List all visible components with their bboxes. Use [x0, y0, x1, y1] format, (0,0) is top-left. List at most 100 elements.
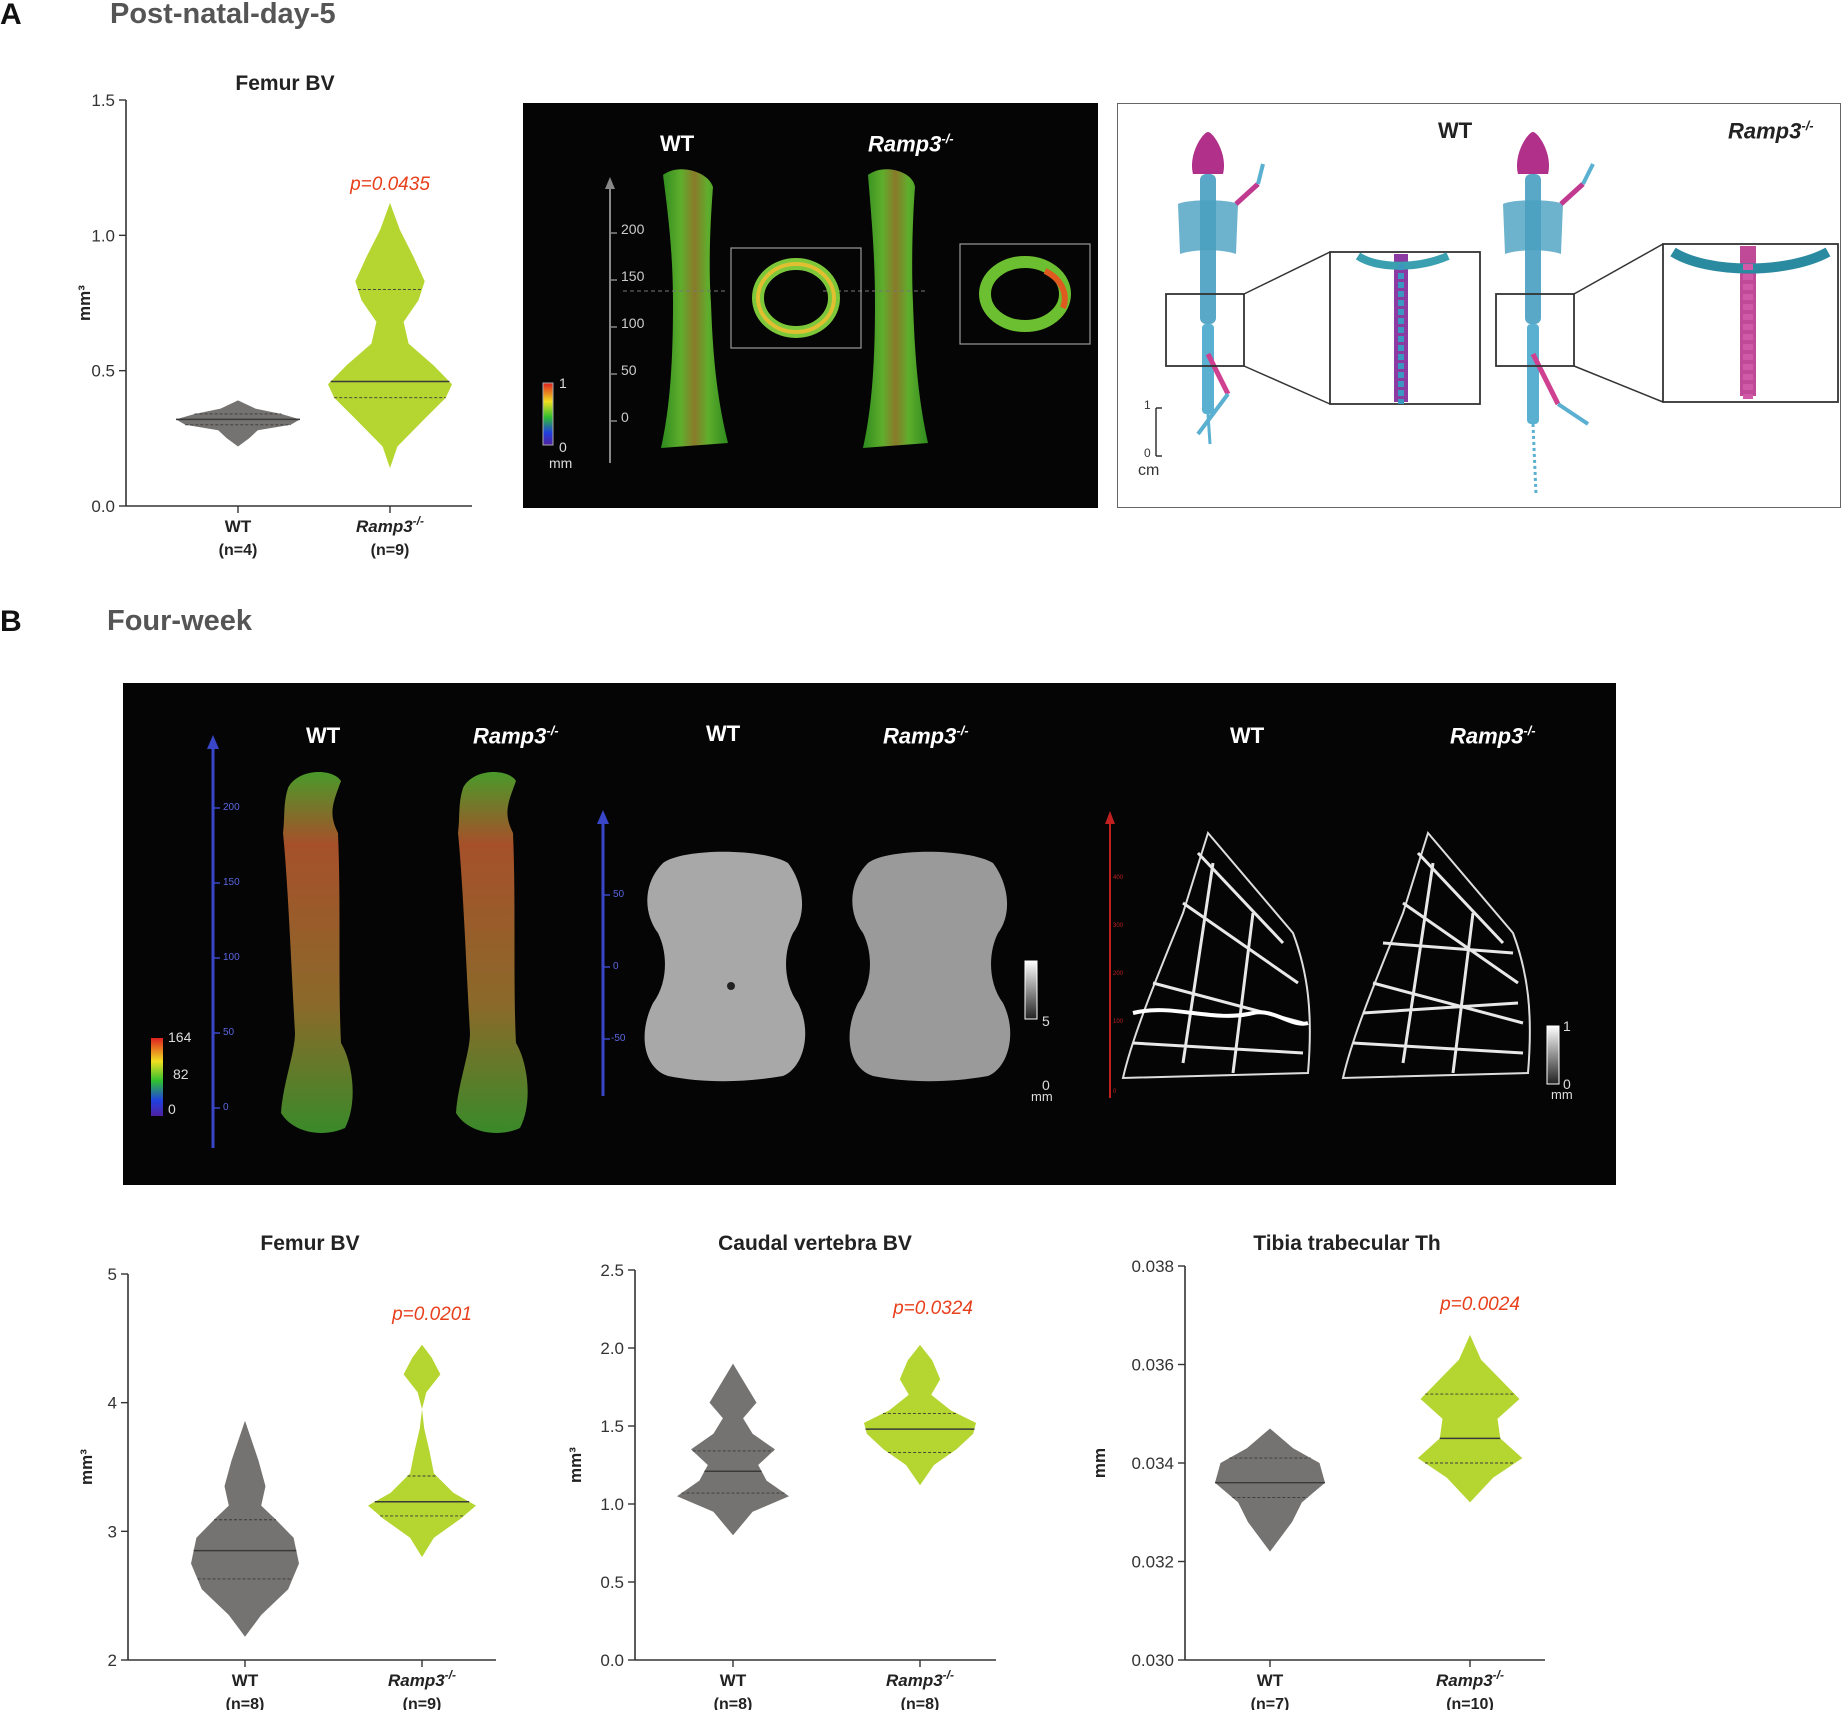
tibia-label-wt: WT — [1230, 723, 1265, 748]
p-value-label: p=0.0324 — [892, 1298, 973, 1319]
y-axis-label: mm — [1090, 1448, 1109, 1478]
colorbar-min: 0 — [1563, 1076, 1571, 1092]
label-ramp3: Ramp3-/- — [868, 131, 954, 157]
violin-ko — [1417, 1334, 1523, 1503]
colorbar-min: 0 — [1042, 1077, 1050, 1093]
y-tick-label: 2 — [108, 1651, 117, 1670]
category-label: WT — [1257, 1671, 1284, 1690]
colorbar-min: 0 — [168, 1101, 176, 1117]
sample-size-label: (n=8) — [714, 1696, 753, 1710]
microct-four-week-image: WT Ramp3-/- WT Ramp3-/- WT Ramp3-/- 200 … — [123, 683, 1616, 1185]
microct-femur-p5-image: WT Ramp3-/- 200 150 100 50 0 1 0 mm — [523, 103, 1098, 508]
y-tick-label: 1.5 — [91, 91, 115, 110]
tibia-label-ramp3: Ramp3-/- — [1450, 723, 1536, 749]
category-label: Ramp3-/- — [886, 1668, 954, 1690]
scale-tick: 200 — [223, 802, 240, 813]
y-tick-label: 0.036 — [1131, 1356, 1174, 1375]
category-label: Ramp3-/- — [1436, 1668, 1504, 1690]
violin-wt — [176, 400, 300, 447]
colorbar-max: 5 — [1042, 1013, 1050, 1029]
colorbar-max: 1 — [559, 375, 567, 391]
violin-wt — [191, 1420, 299, 1637]
femur-label-ramp3: Ramp3-/- — [473, 723, 559, 749]
p-value-label: p=0.0201 — [391, 1304, 472, 1325]
scale-tick: 0 — [1113, 1089, 1117, 1095]
y-tick-label: 2.5 — [600, 1261, 624, 1280]
p-value-label: p=0.0435 — [349, 174, 430, 195]
vertebra-label-wt: WT — [706, 721, 741, 746]
violin-wt — [677, 1363, 789, 1536]
panel-a-letter: A — [0, 0, 22, 31]
chart-title: Tibia trabecular Th — [1253, 1232, 1441, 1255]
scale-tick: 100 — [223, 952, 240, 963]
scale-tick: 100 — [1113, 1019, 1124, 1025]
scale-tick: -50 — [611, 1033, 626, 1044]
y-tick-label: 0.030 — [1131, 1651, 1174, 1670]
colorbar-mid: 82 — [173, 1066, 189, 1082]
vertebra-label-ramp3: Ramp3-/- — [883, 723, 969, 749]
panel-b-letter: B — [0, 605, 22, 638]
category-label: WT — [232, 1671, 259, 1690]
violin-ko — [368, 1344, 476, 1558]
category-label: Ramp3-/- — [388, 1668, 456, 1690]
category-label: WT — [225, 517, 252, 536]
violin-wt — [1215, 1428, 1325, 1552]
scale-tick: 100 — [621, 315, 645, 331]
scale-min: 0 — [1144, 446, 1151, 460]
scale-tick: 300 — [1113, 923, 1124, 929]
y-tick-label: 5 — [108, 1265, 117, 1284]
sample-size-label: (n=8) — [226, 1696, 265, 1710]
y-tick-label: 0.0 — [600, 1651, 624, 1670]
y-tick-label: 0.5 — [600, 1573, 624, 1592]
panel-b-title: Four-week — [107, 605, 253, 637]
y-tick-label: 0.032 — [1131, 1553, 1174, 1572]
y-axis-label: mm³ — [77, 1449, 96, 1485]
colorbar-unit: mm — [1031, 1089, 1053, 1104]
panel-a-title: Post-natal-day-5 — [110, 0, 336, 30]
scale-tick: 400 — [1113, 875, 1124, 881]
sample-size-label: (n=9) — [403, 1696, 442, 1710]
colorbar-unit: mm — [549, 455, 573, 471]
scale-tick: 50 — [621, 362, 637, 378]
chart-title: Femur BV — [235, 72, 334, 95]
scale-tick: 200 — [621, 221, 645, 237]
sample-size-label: (n=7) — [1251, 1696, 1290, 1710]
colorbar-min: 0 — [559, 439, 567, 455]
scale-unit: cm — [1138, 462, 1160, 479]
y-tick-label: 4 — [108, 1394, 117, 1413]
sample-size-label: (n=8) — [901, 1696, 940, 1710]
femur-label-wt: WT — [306, 723, 341, 748]
colorbar-max: 1 — [1563, 1018, 1571, 1034]
scale-tick: 150 — [621, 268, 645, 284]
p-value-label: p=0.0024 — [1439, 1294, 1520, 1315]
scale-tick: 150 — [223, 877, 240, 888]
scale-tick: 50 — [613, 889, 625, 900]
y-tick-label: 0.0 — [91, 497, 115, 516]
label-ramp3: Ramp3-/- — [1728, 118, 1814, 144]
y-tick-label: 1.0 — [91, 226, 115, 245]
scale-tick: 0 — [621, 409, 629, 425]
category-label: Ramp3-/- — [356, 514, 424, 536]
skeleton-stain-image: WT Ramp3-/- 1 0 cm — [1117, 103, 1841, 508]
chart-b-caudal-vertebra-bv: Caudal vertebra BV0.00.51.01.52.02.5mm³p… — [566, 1232, 996, 1710]
violin-ko — [328, 202, 452, 469]
sample-size-label: (n=10) — [1446, 1696, 1494, 1710]
sample-size-label: (n=9) — [371, 542, 410, 559]
scale-tick: 0 — [223, 1102, 229, 1113]
y-tick-label: 2.0 — [600, 1339, 624, 1358]
scale-max: 1 — [1144, 398, 1151, 412]
y-tick-label: 1.5 — [600, 1417, 624, 1436]
y-tick-label: 0.038 — [1131, 1257, 1174, 1276]
scale-tick: 50 — [223, 1027, 235, 1038]
sample-size-label: (n=4) — [219, 542, 258, 559]
chart-b-tibia-trabecular-th: Tibia trabecular Th0.0300.0320.0340.0360… — [1090, 1232, 1545, 1710]
chart-title: Femur BV — [260, 1232, 359, 1255]
y-axis-label: mm³ — [566, 1447, 585, 1483]
scale-tick: 200 — [1113, 971, 1124, 977]
label-wt: WT — [1438, 118, 1473, 143]
y-tick-label: 0.5 — [91, 362, 115, 381]
scale-tick: 0 — [613, 961, 619, 972]
y-axis-label: mm³ — [75, 285, 94, 321]
chart-title: Caudal vertebra BV — [718, 1232, 912, 1255]
